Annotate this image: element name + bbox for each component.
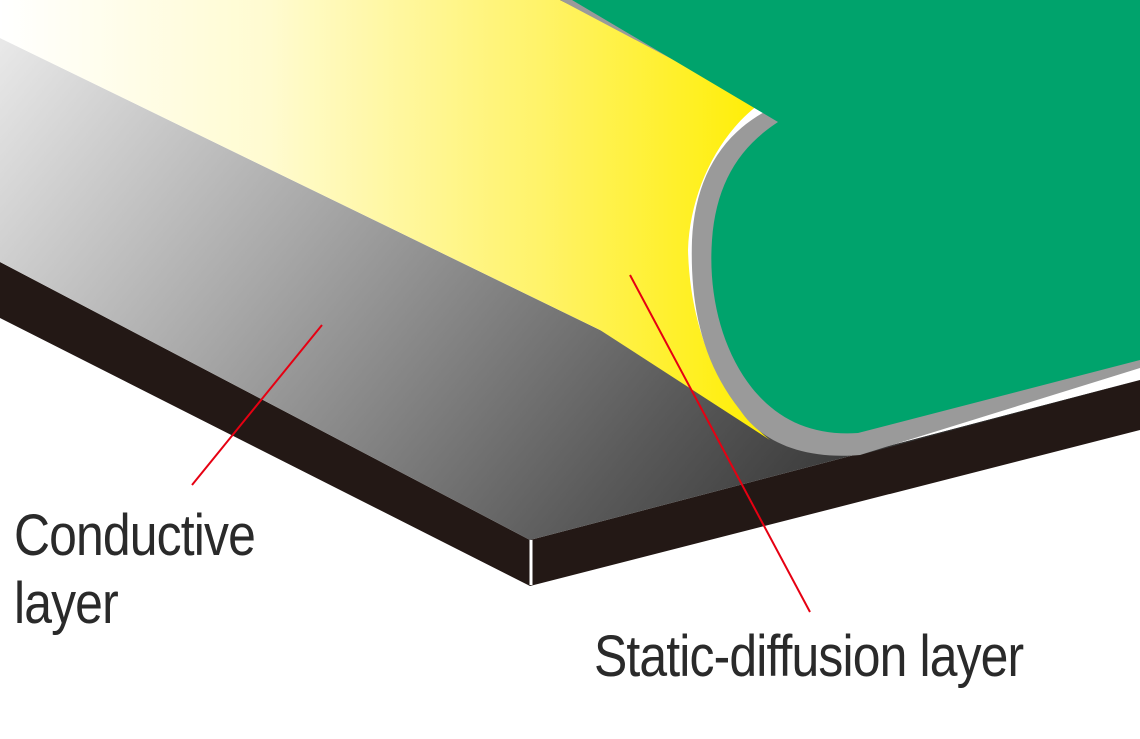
conductive-leader-line [191, 324, 323, 486]
static-diffusion-layer-surface [0, 0, 770, 440]
conductive-layer-label-line2: layer [14, 571, 119, 636]
base-black-edge [0, 262, 1140, 586]
static-diffusion-layer-label: Static-diffusion layer [594, 624, 1024, 689]
conductive-layer-label-line1: Conductive [14, 503, 256, 568]
conductive-layer-label: Conductive layer [14, 502, 256, 638]
green-mat-surface [572, 0, 1140, 434]
static-diffusion-leader-line [629, 274, 811, 613]
conductive-layer-surface [0, 38, 1140, 540]
